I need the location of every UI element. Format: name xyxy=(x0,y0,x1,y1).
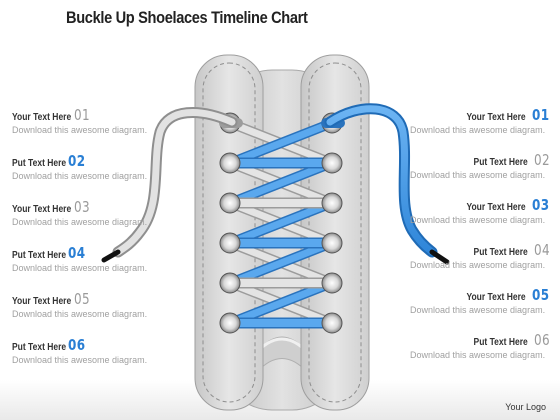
left-item-5-title: Your Text Here xyxy=(12,296,72,307)
right-item-1-desc: Download this awesome diagram. xyxy=(410,125,546,135)
right-item-6-number: 06 xyxy=(533,331,550,349)
right-item-3-desc: Download this awesome diagram. xyxy=(410,215,546,225)
left-item-5-desc: Download this awesome diagram. xyxy=(12,309,148,319)
left-item-3-title: Your Text Here xyxy=(12,204,72,215)
right-item-3-number: 03 xyxy=(532,196,550,214)
left-item-2-number: 02 xyxy=(67,152,86,170)
left-item-1-number: 01 xyxy=(73,106,90,124)
left-item-2-desc: Download this awesome diagram. xyxy=(12,171,148,181)
left-item-4-title: Put Text Here xyxy=(12,250,67,261)
left-item-4-desc: Download this awesome diagram. xyxy=(12,263,148,273)
right-item-1-number: 01 xyxy=(532,106,550,124)
left-item-3: Your Text Here 03 Download this awesome … xyxy=(12,198,162,227)
right-item-3-title: Your Text Here xyxy=(466,202,527,213)
right-item-4-title: Put Text Here xyxy=(473,247,528,258)
left-item-5-number: 05 xyxy=(73,290,90,308)
left-item-6-desc: Download this awesome diagram. xyxy=(12,355,148,365)
right-item-5: Your Text Here 05 Download this awesome … xyxy=(410,286,560,315)
right-item-1-title: Your Text Here xyxy=(466,112,527,123)
left-item-1-desc: Download this awesome diagram. xyxy=(12,125,148,135)
right-item-1: Your Text Here 01 Download this awesome … xyxy=(410,106,560,135)
footer-logo: Your Logo xyxy=(505,402,546,412)
lace-horizontal-bars xyxy=(224,157,338,329)
right-item-5-desc: Download this awesome diagram. xyxy=(410,305,546,315)
left-item-3-desc: Download this awesome diagram. xyxy=(12,217,148,227)
right-item-4-number: 04 xyxy=(533,241,550,259)
right-item-4-desc: Download this awesome diagram. xyxy=(410,260,546,270)
blue-lace-crossings xyxy=(225,118,337,328)
gray-lace-end xyxy=(101,107,238,263)
left-item-3-number: 03 xyxy=(73,198,90,216)
left-item-5: Your Text Here 05 Download this awesome … xyxy=(12,290,162,319)
right-item-5-number: 05 xyxy=(532,286,550,304)
right-item-3: Your Text Here 03 Download this awesome … xyxy=(410,196,560,225)
left-item-2-title: Put Text Here xyxy=(12,158,67,169)
right-item-6-title: Put Text Here xyxy=(473,337,528,348)
left-item-4-number: 04 xyxy=(67,244,86,262)
left-item-4: Put Text Here 04 Download this awesome d… xyxy=(12,244,162,273)
right-item-5-title: Your Text Here xyxy=(466,292,527,303)
right-item-2-desc: Download this awesome diagram. xyxy=(410,170,546,180)
left-item-1-title: Your Text Here xyxy=(12,112,72,123)
left-item-2: Put Text Here 02 Download this awesome d… xyxy=(12,152,162,181)
left-item-6: Put Text Here 06 Download this awesome d… xyxy=(12,336,162,365)
right-item-2-title: Put Text Here xyxy=(473,157,528,168)
blue-lace-end xyxy=(324,103,450,265)
right-item-2-number: 02 xyxy=(533,151,550,169)
right-item-6-desc: Download this awesome diagram. xyxy=(410,350,546,360)
left-item-6-title: Put Text Here xyxy=(12,342,67,353)
right-item-4: Put Text Here 04 Download this awesome d… xyxy=(410,241,560,270)
left-item-6-number: 06 xyxy=(67,336,86,354)
left-item-1: Your Text Here 01 Download this awesome … xyxy=(12,106,162,135)
page-title: Buckle Up Shoelaces Timeline Chart xyxy=(66,8,308,27)
right-item-2: Put Text Here 02 Download this awesome d… xyxy=(410,151,560,180)
right-eyelets xyxy=(321,112,343,334)
right-item-6: Put Text Here 06 Download this awesome d… xyxy=(410,331,560,360)
